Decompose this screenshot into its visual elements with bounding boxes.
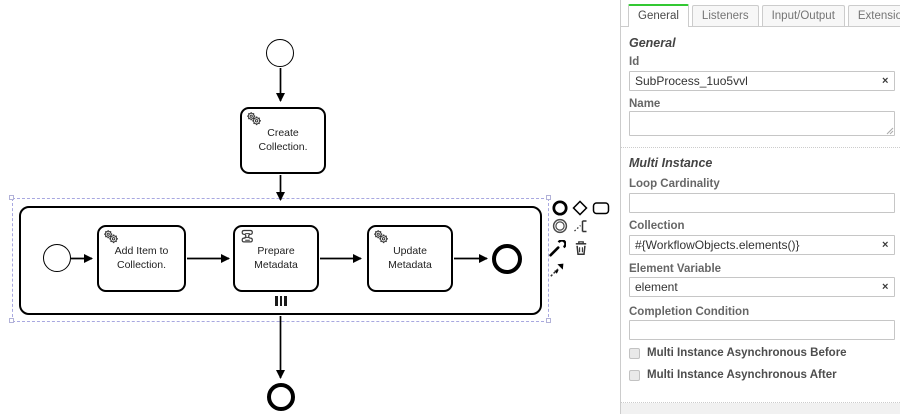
subprocess-end-event[interactable]	[492, 244, 522, 274]
loop-cardinality-input[interactable]	[629, 193, 895, 213]
append-task-icon[interactable]	[592, 199, 610, 217]
diagram-canvas[interactable]: Create Collection. Add Item to Collectio…	[0, 0, 620, 414]
append-text-annotation-icon[interactable]	[572, 217, 590, 235]
clear-element-variable-icon[interactable]: ×	[882, 281, 889, 293]
name-label: Name	[629, 98, 661, 110]
properties-tab-bar: General Listeners Input/Output Extension…	[621, 0, 900, 27]
connect-arrow-icon[interactable]	[548, 261, 566, 279]
collection-input[interactable]	[629, 235, 895, 255]
textarea-resize-handle-icon[interactable]	[886, 127, 894, 135]
async-after-checkbox[interactable]	[629, 369, 640, 381]
async-before-label: Multi Instance Asynchronous Before	[647, 347, 847, 359]
async-before-row: Multi Instance Asynchronous Before	[629, 347, 847, 359]
append-intermediate-event-icon[interactable]	[551, 217, 569, 235]
loop-cardinality-label: Loop Cardinality	[629, 178, 720, 190]
async-after-label: Multi Instance Asynchronous After	[647, 369, 837, 381]
group-heading-general: General	[629, 36, 676, 50]
script-icon	[241, 229, 253, 243]
clear-id-icon[interactable]: ×	[882, 75, 889, 87]
task-label: Create Collection.	[258, 126, 308, 153]
task-add-item[interactable]: Add Item to Collection.	[97, 225, 186, 292]
append-gateway-icon[interactable]	[571, 199, 589, 217]
end-event[interactable]	[267, 383, 295, 411]
task-label: Prepare Metadata	[254, 244, 298, 271]
gears-icon	[104, 230, 118, 244]
element-variable-label: Element Variable	[629, 263, 722, 275]
task-create-collection[interactable]: Create Collection.	[240, 107, 326, 174]
panel-footer	[621, 403, 900, 414]
append-end-event-icon[interactable]	[551, 199, 569, 217]
parallel-multi-instance-marker	[275, 296, 287, 306]
id-input[interactable]	[629, 71, 895, 91]
async-before-checkbox[interactable]	[629, 347, 640, 359]
tab-general[interactable]: General	[628, 4, 689, 27]
clear-collection-icon[interactable]: ×	[882, 239, 889, 251]
name-textarea[interactable]	[629, 111, 895, 136]
wrench-change-type-icon[interactable]	[548, 240, 566, 258]
resize-handle-top-left[interactable]	[9, 195, 14, 200]
task-update-metadata[interactable]: Update Metadata	[367, 225, 453, 292]
async-after-row: Multi Instance Asynchronous After	[629, 369, 837, 381]
completion-condition-label: Completion Condition	[629, 306, 750, 318]
group-divider	[621, 402, 900, 403]
gears-icon	[247, 112, 261, 126]
resize-handle-bottom-left[interactable]	[9, 318, 14, 323]
properties-panel: General Listeners Input/Output Extension…	[620, 0, 900, 414]
resize-handle-bottom-right[interactable]	[546, 318, 551, 323]
collection-label: Collection	[629, 220, 685, 232]
id-label: Id	[629, 56, 640, 68]
tab-input-output[interactable]: Input/Output	[761, 5, 845, 26]
completion-condition-input[interactable]	[629, 320, 895, 340]
task-prepare-metadata[interactable]: Prepare Metadata	[233, 225, 319, 292]
tab-listeners[interactable]: Listeners	[691, 5, 759, 26]
trash-delete-icon[interactable]	[572, 239, 590, 257]
group-heading-multi-instance: Multi Instance	[629, 156, 713, 170]
start-event[interactable]	[266, 39, 294, 67]
task-label: Add Item to Collection.	[114, 244, 169, 271]
tab-extensions[interactable]: Extensions	[847, 5, 900, 26]
task-label: Update Metadata	[388, 244, 432, 271]
resize-handle-top-right[interactable]	[546, 195, 551, 200]
group-divider	[621, 147, 900, 148]
subprocess-start-event[interactable]	[43, 244, 71, 272]
gears-icon	[374, 230, 388, 244]
element-variable-input[interactable]	[629, 277, 895, 297]
